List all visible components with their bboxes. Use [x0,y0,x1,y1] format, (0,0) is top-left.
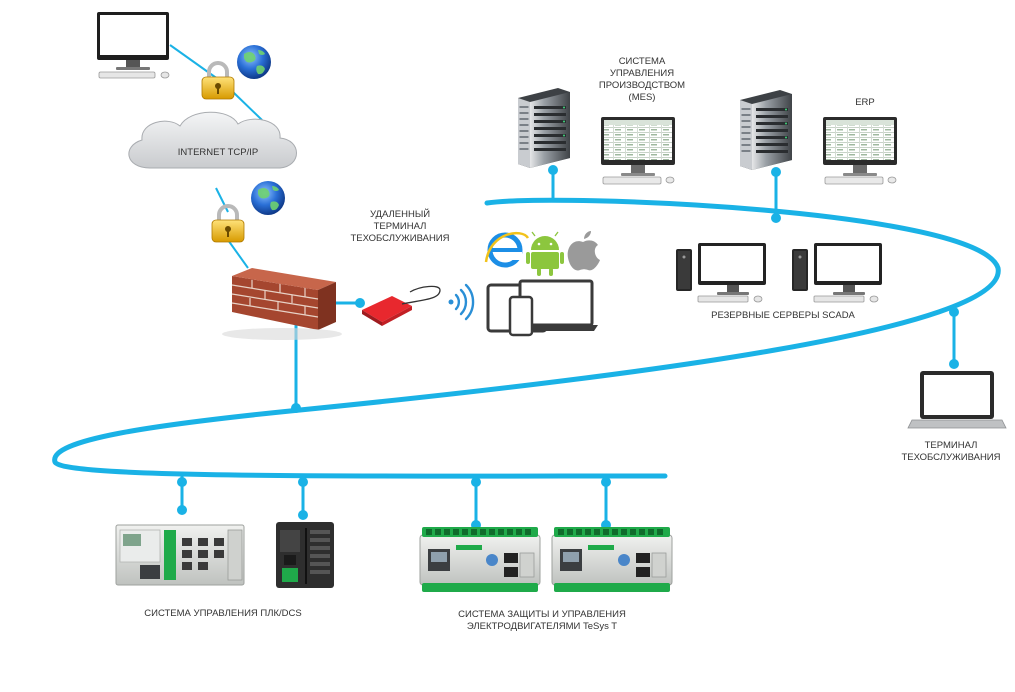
plc-module-icon [115,524,245,586]
cloud-icon [128,111,297,169]
spreadsheet-monitor-icon [822,116,898,185]
workstation-icon [791,242,883,303]
main-loop-cable [52,197,1001,479]
globe-icon [237,45,271,79]
android-icon [526,231,564,276]
internet-links [169,44,263,269]
desktop-computer-icon [97,12,170,79]
server-rack-icon [740,90,792,170]
laptop-icon [907,371,1007,429]
spreadsheet-monitor-icon [600,116,676,185]
erp-label: ERP [855,97,875,108]
network-nodes [177,165,959,530]
network-lines [52,168,1001,527]
motor-controller-icon [419,526,541,593]
internet-explorer-icon [484,231,530,268]
wireless-signal-icon [448,283,475,321]
globe-icon [251,181,285,215]
padlock-icon [200,61,236,101]
plc-module-icon [276,522,334,588]
tablet-phone-laptop-icon [486,279,598,337]
scada-label: РЕЗЕРВНЫЕ СЕРВЕРЫ SCADA [711,310,855,321]
internet-label: INTERNET TCP/IP [177,147,259,158]
plc-dcs-label: СИСТЕМА УПРАВЛЕНИЯ ПЛК/DCS [144,608,302,619]
usb-modem-icon [362,285,441,326]
motor-controller-icon [551,526,673,593]
apple-icon [567,231,600,271]
workstation-icon [675,242,767,303]
firewall-icon [222,268,342,340]
server-rack-icon [518,88,570,168]
